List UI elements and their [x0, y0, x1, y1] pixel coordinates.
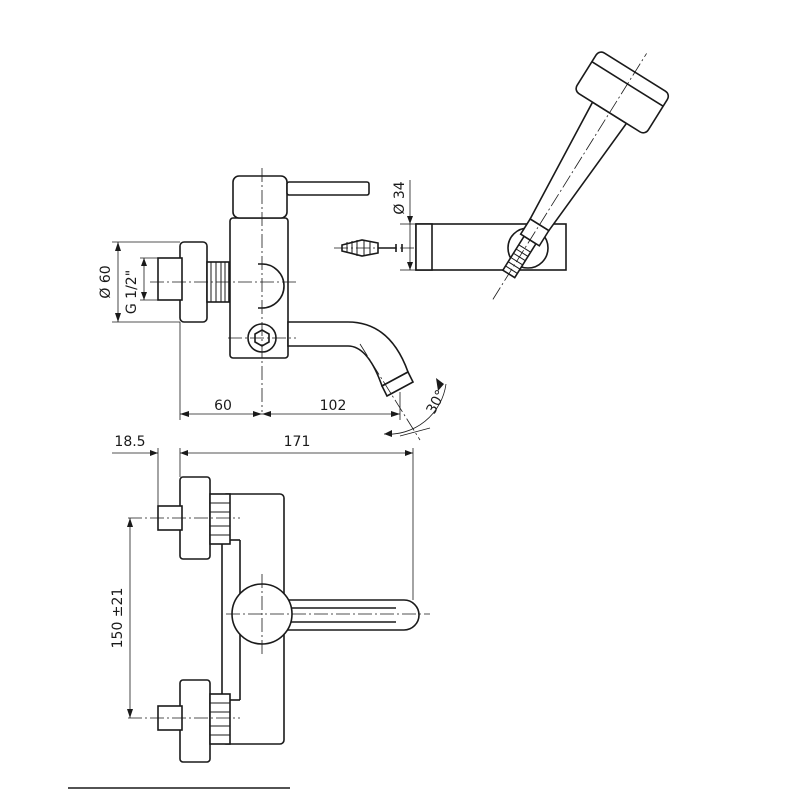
spout-aerator — [380, 370, 415, 398]
hand-shower — [492, 51, 670, 300]
front-view — [128, 476, 430, 763]
dim-label-30deg: 30° — [424, 387, 450, 416]
lower-flange — [179, 679, 211, 763]
dim-flange: Ø 60 G 1/2" — [98, 241, 180, 323]
upper-nut — [209, 493, 231, 545]
dim-label-dia60: Ø 60 — [98, 265, 114, 298]
inlet-stub — [157, 257, 183, 301]
spout-axis — [359, 343, 421, 441]
dim-front-horizontal: 18.5 171 — [112, 434, 414, 600]
wall-holder-assembly: Ø 34 — [334, 51, 670, 300]
shower-grip — [529, 101, 628, 232]
lower-nut — [209, 693, 231, 745]
holder-wall-plate — [415, 223, 433, 271]
lever-handle — [286, 181, 370, 196]
dim-label-150: 150 ±21 — [110, 588, 126, 649]
cartridge-cap — [232, 175, 288, 219]
dim-front-vertical: 150 ±21 — [110, 518, 133, 718]
body-boss — [258, 263, 285, 309]
dim-label-102: 102 — [320, 398, 347, 414]
dim-label-18-5: 18.5 — [114, 434, 145, 450]
wall-plug — [341, 239, 379, 257]
dim-label-dia34: Ø 34 — [392, 181, 408, 214]
shower-axis — [492, 53, 647, 300]
dim-label-171: 171 — [284, 434, 311, 450]
side-view — [150, 168, 421, 441]
dim-label-thread: G 1/2" — [124, 270, 140, 314]
dim-projection: 60 102 30° — [179, 322, 450, 437]
spout — [287, 321, 409, 388]
dim-label-60: 60 — [214, 398, 232, 414]
